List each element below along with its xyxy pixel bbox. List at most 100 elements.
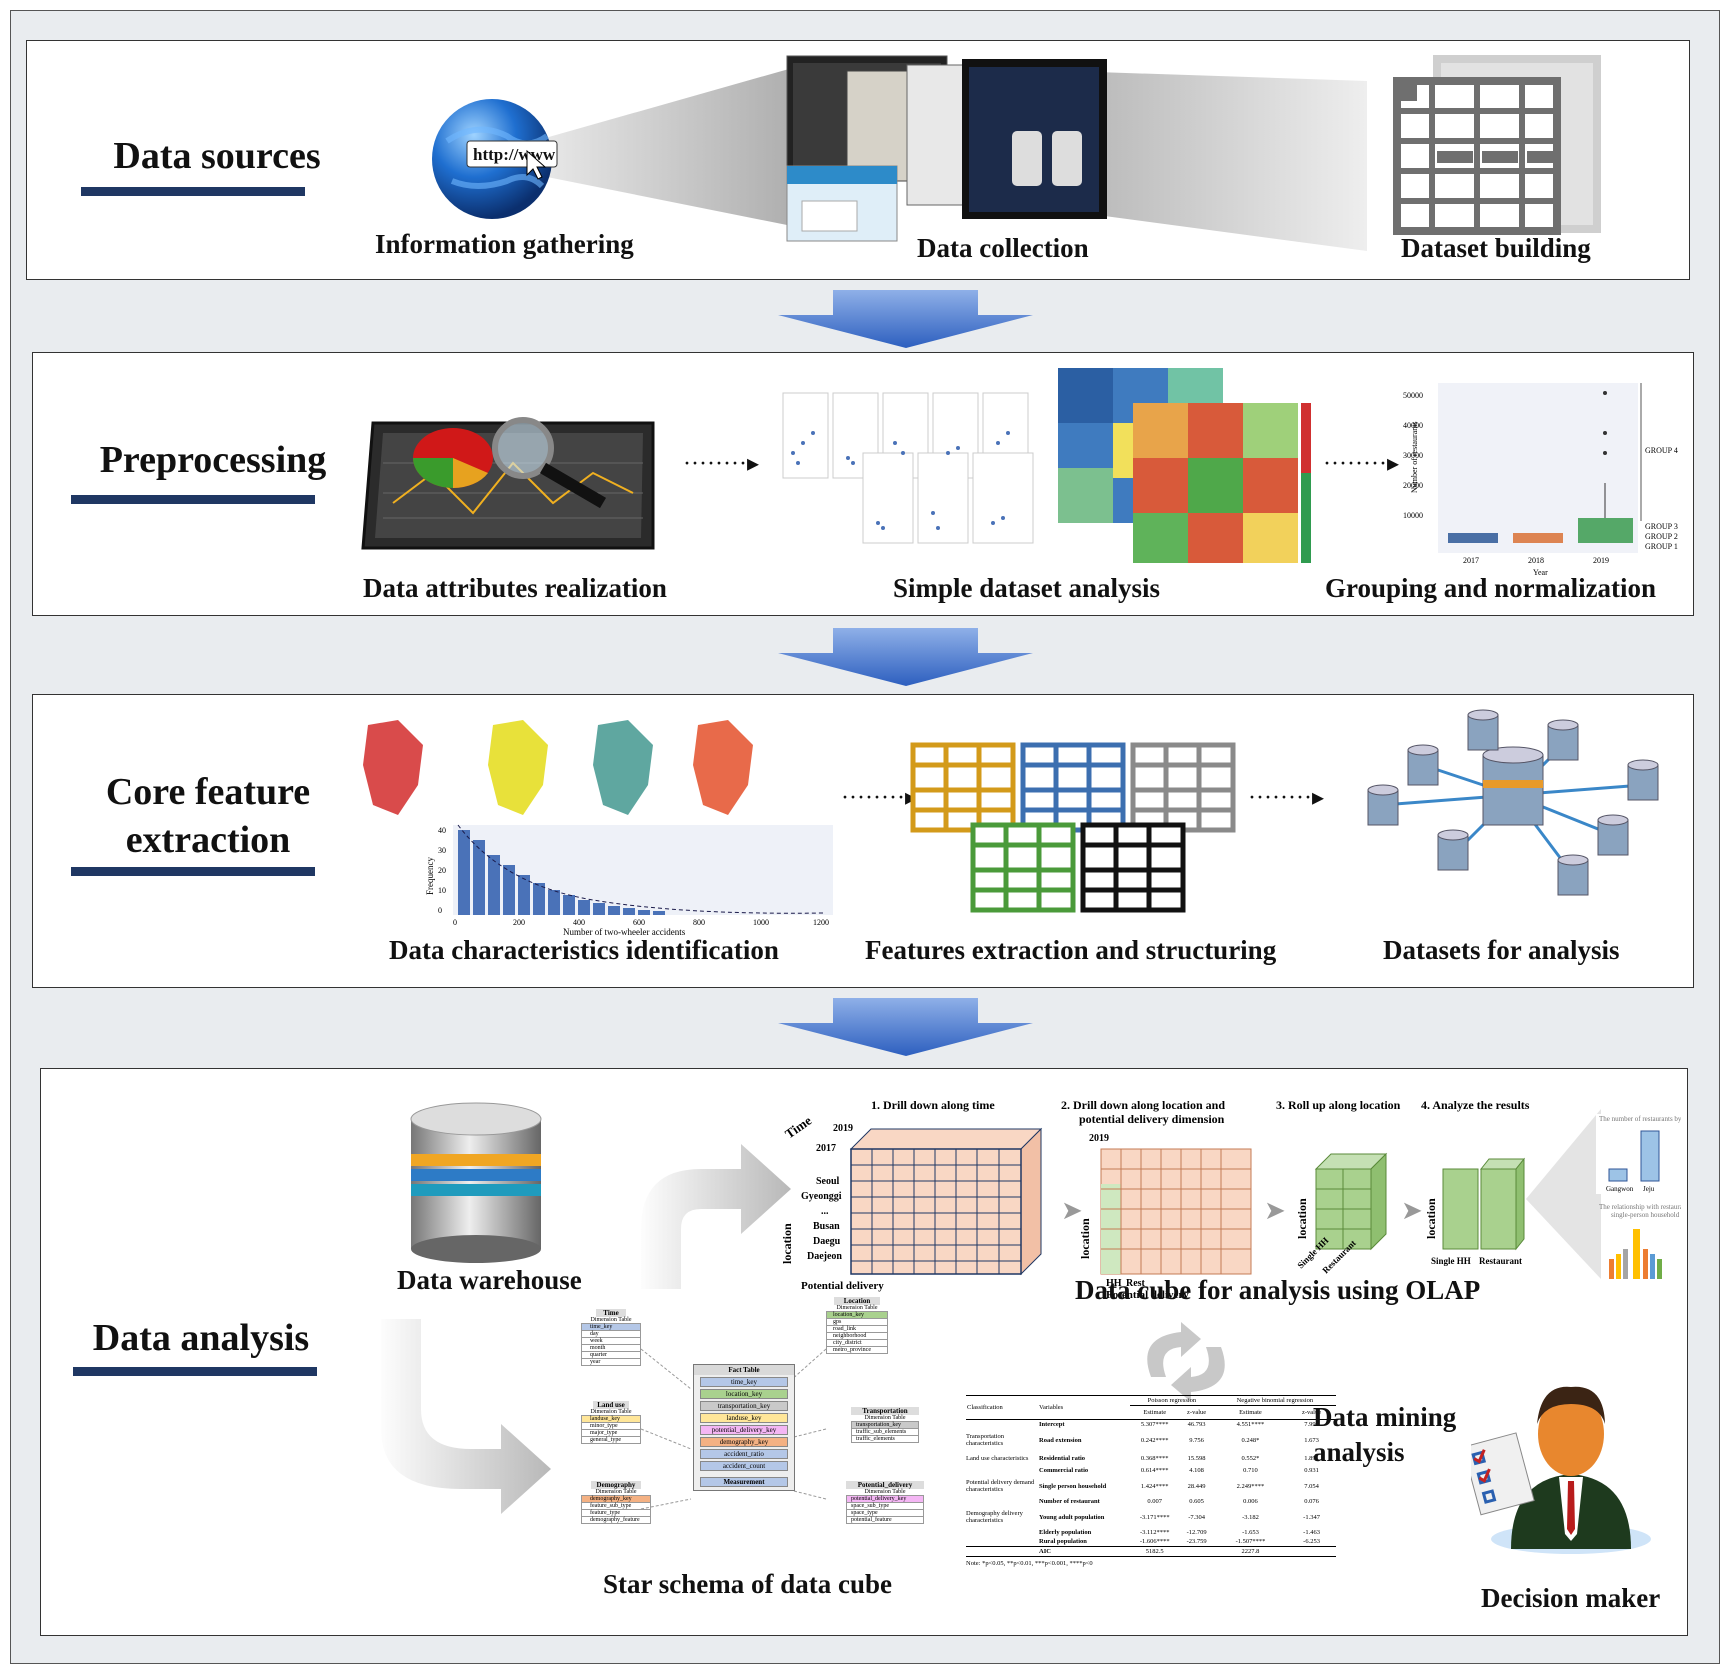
decision-maker-icon <box>1471 1386 1651 1554</box>
reg-subheader: Estimate <box>1239 1409 1262 1416</box>
reg-cell-value: 28.449 <box>1187 1482 1206 1490</box>
table-gray <box>1130 742 1236 833</box>
boxplot-chart: Number of restaurants 50000 40000 30000 … <box>1403 383 1678 577</box>
dim-row: feature_sub_type <box>581 1503 651 1510</box>
reg-cell-value: 0.552* <box>1241 1455 1260 1462</box>
caption-star-schema: Star schema of data cube <box>603 1569 892 1599</box>
hist-ytick: 40 <box>438 826 446 835</box>
caption-decision-maker: Decision maker <box>1481 1583 1661 1613</box>
dim-sub: Dimension Table <box>590 1317 632 1323</box>
dim-title: Transportation <box>851 1407 919 1415</box>
label-rest: Rest <box>1126 1278 1146 1289</box>
down-arrow-3 <box>778 998 1033 1056</box>
dim-sub: Dimension Table <box>864 1415 906 1421</box>
reg-cell-value: 0.248* <box>1241 1436 1260 1444</box>
dim-row: potential_feature <box>846 1517 924 1524</box>
sources-illustration: http://www <box>432 55 1601 251</box>
reg-cell-class: Demography delivery characteristics <box>966 1510 1023 1524</box>
panel-data-sources: Data sources http://www <box>26 40 1690 280</box>
dim-title: Location <box>834 1297 880 1305</box>
caption-simple-analysis: Simple dataset analysis <box>893 573 1161 603</box>
scatter-dots <box>791 431 1010 530</box>
reg-cell-class: Land use characteristics <box>966 1455 1029 1462</box>
reg-cell-value: -3.182 <box>1242 1513 1259 1521</box>
reg-cell-var: Rural population <box>1039 1538 1087 1545</box>
dim-title: Land use <box>593 1401 629 1409</box>
olap-step4: 4. Analyze the results <box>1421 1098 1530 1112</box>
dim-row: neighborhood <box>826 1333 888 1340</box>
dotted-arrow: ········▸ <box>841 785 917 811</box>
dim-demography: Demography Dimension Table demography_ke… <box>581 1481 651 1524</box>
reg-cell-value: 9.756 <box>1189 1436 1204 1444</box>
hist-xlabel: Number of two-wheeler accidents <box>563 927 686 937</box>
olap-cube-3: location Single HH Restaurant <box>1295 1152 1388 1275</box>
reg-cell-var: Road extension <box>1039 1436 1082 1444</box>
city-label: Daejeon <box>807 1251 842 1262</box>
hist-xtick: 800 <box>693 918 705 927</box>
reg-cell-value: 0.710 <box>1243 1467 1258 1474</box>
dim-time: Time Dimension Table time_key day week m… <box>581 1309 641 1366</box>
olap-step2-line1: 2. Drill down along location and <box>1061 1098 1225 1112</box>
table-green <box>970 822 1076 913</box>
reg-cell-value <box>1179 1547 1213 1557</box>
city-label: Gyeonggi <box>801 1191 842 1202</box>
reg-cell-class: Transportation characteristics <box>966 1433 1005 1447</box>
reg-row: Rural population-1.606****-23.759-1.507*… <box>966 1537 1336 1547</box>
hist-xtick: 400 <box>573 918 585 927</box>
title-underline <box>73 1367 317 1376</box>
dim-sub: Dimension Table <box>864 1489 906 1495</box>
section-title-preprocessing: Preprocessing <box>99 439 327 481</box>
hist-xtick: 200 <box>513 918 525 927</box>
reg-cell-value: 0.006 <box>1243 1498 1258 1505</box>
reg-cell-value: -3.112**** <box>1139 1529 1170 1536</box>
hist-xtick: 1000 <box>753 918 769 927</box>
dim-row: feature_type <box>581 1510 651 1517</box>
boxplot-ylabel: Number of restaurants <box>1410 421 1419 493</box>
city-label: ... <box>821 1206 829 1217</box>
reg-cell-value: -1.463 <box>1303 1529 1320 1536</box>
reg-header: Poisson regression <box>1130 1395 1214 1406</box>
dim-row: gps <box>826 1319 888 1326</box>
reg-cell-class <box>966 1528 1038 1537</box>
reg-cell-var: Residential ratio <box>1039 1455 1086 1462</box>
result-chart2-title-line2: single-person household <box>1611 1211 1680 1219</box>
group-label: GROUP 4 <box>1645 446 1678 455</box>
dim-row: year <box>581 1359 641 1366</box>
reg-cell-value: 0.007 <box>1147 1498 1163 1505</box>
reg-cell-value: -1.507**** <box>1235 1538 1266 1545</box>
section-title-data-sources: Data sources <box>113 135 321 177</box>
reg-cell-value: 2.249**** <box>1236 1482 1265 1490</box>
reg-header: Negative binomial regression <box>1213 1395 1336 1406</box>
fact-row: time_key <box>700 1377 788 1387</box>
table-blue <box>1020 742 1126 833</box>
caption-features-extraction: Features extraction and structuring <box>865 935 1277 965</box>
olap-cube-1: Time 2019 2017 Seoul Gyeonggi ... Busan … <box>780 1113 1043 1292</box>
reg-cell-value: -1.606**** <box>1139 1538 1170 1545</box>
city-label: Daegu <box>813 1236 841 1247</box>
reg-cell-value: -1.653 <box>1242 1529 1259 1536</box>
fact-row: landuse_key <box>700 1413 788 1423</box>
caption-data-mining-line2: analysis <box>1313 1437 1405 1467</box>
reg-header: Variables <box>1039 1404 1064 1411</box>
reg-cell-value: -3.171**** <box>1139 1513 1170 1521</box>
reg-cell-var: Number of restaurant <box>1039 1498 1100 1505</box>
hist-xtick: 1200 <box>813 918 829 927</box>
reg-cell-class <box>966 1537 1038 1547</box>
olap-diagram: 1. Drill down along time 2. Drill down a… <box>780 1098 1681 1299</box>
dotted-arrow: ········▸ <box>683 451 759 477</box>
reg-cell-var: Young adult population <box>1039 1513 1105 1521</box>
regression-table: Classification Variables Poisson regress… <box>966 1395 1336 1567</box>
group-label: GROUP 2 <box>1645 532 1678 541</box>
data-warehouse-icon <box>410 1102 542 1263</box>
boxplot-ytick: 30000 <box>1403 451 1423 460</box>
reg-cell-value: 2227.8 <box>1241 1548 1260 1555</box>
hist-ytick: 10 <box>438 886 446 895</box>
fact-table-title: Fact Table <box>694 1365 794 1375</box>
reg-cell-value: -12.709 <box>1186 1529 1207 1536</box>
label-hh: HH <box>1106 1278 1122 1289</box>
section-title-core-line1: Core feature <box>105 771 311 813</box>
reg-cell-class <box>966 1420 1038 1430</box>
caption-data-warehouse: Data warehouse <box>397 1265 582 1295</box>
dim-location: Location Dimension Table location_key gp… <box>826 1297 888 1354</box>
